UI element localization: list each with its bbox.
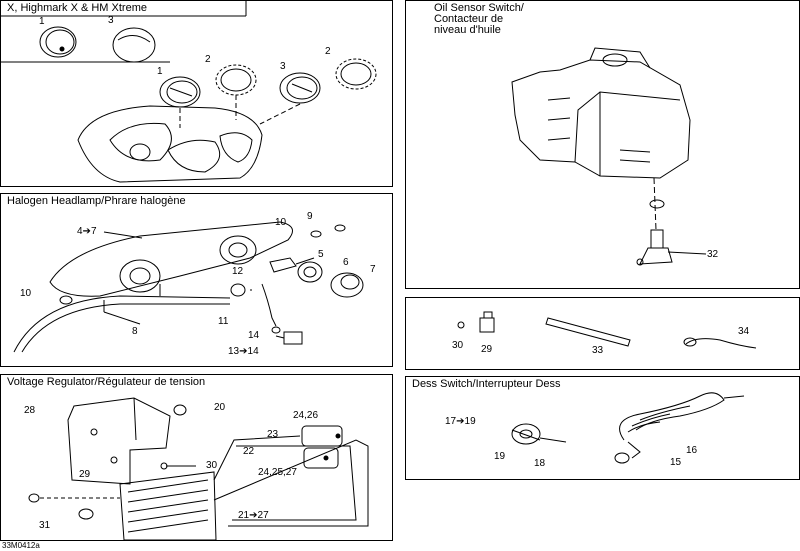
socket-6 [297, 261, 323, 283]
callout-screw-30: 30 [452, 340, 464, 351]
callout-bracket-28: 28 [24, 405, 36, 416]
sensor-grommet [649, 199, 665, 209]
bulb-12 [230, 283, 246, 297]
callout-connector-24-25-27: 24,25,27 [258, 467, 297, 478]
callout-oil-sensor-32: 32 [707, 249, 719, 260]
bolt-20 [173, 404, 187, 416]
callout-gauge-3: 3 [108, 15, 114, 26]
gauge-bezel-1 [39, 26, 77, 58]
callout-connector-23: 23 [267, 429, 279, 440]
panel-oil-sensor: Oil Sensor Switch/ Contacteur de niveau … [405, 0, 800, 289]
tie-wrap-34 [683, 337, 757, 349]
oil-reservoir [511, 47, 691, 179]
bolt-30 [160, 462, 196, 470]
callout-ring-2: 2 [205, 54, 211, 65]
gauge-ring-2b [335, 58, 377, 90]
callout-nut-10b: 10 [20, 288, 32, 299]
callout-gauge-1: 1 [39, 16, 45, 27]
callout-grommet-9: 9 [307, 211, 313, 222]
callout-dess-18: 18 [534, 458, 546, 469]
panel-dess-switch: Dess Switch/Interrupteur Dess [405, 376, 800, 480]
callout-connector-24-26: 24,26 [293, 410, 319, 421]
callout-bulb-5: 5 [318, 249, 324, 260]
connectors-22-27 [301, 425, 343, 469]
callout-harness-21-27: 21➔27 [238, 510, 269, 521]
gauge-lens-3 [112, 27, 156, 63]
screw-30 [457, 321, 465, 329]
callout-gauge-1b: 1 [157, 66, 163, 77]
callout-bolt-30: 30 [206, 460, 218, 471]
callout-adjuster-8: 8 [132, 326, 138, 337]
callout-headlamp-4-7: 4➔7 [77, 226, 97, 237]
callout-connector-13-14: 13➔14 [228, 346, 259, 357]
callout-cap-7: 7 [370, 264, 376, 275]
callout-bracket-29: 29 [79, 469, 91, 480]
headlamp-housing [49, 221, 293, 297]
tube-33 [545, 317, 631, 347]
callout-socket-6: 6 [343, 257, 349, 268]
panel-title: Halogen Headlamp/Phrare halogène [7, 195, 186, 207]
dess-switch [511, 423, 567, 445]
nut-10a [310, 230, 322, 238]
grommet-9 [334, 224, 346, 232]
callout-cap-15: 15 [670, 457, 682, 468]
gauge-3 [279, 72, 321, 104]
gauge-ring-2 [215, 64, 257, 96]
callout-gauge-3b: 3 [280, 61, 286, 72]
voltage-regulator [119, 471, 217, 541]
callout-connector-22: 22 [243, 446, 255, 457]
adjuster-8 [13, 295, 231, 353]
grommet-l [28, 493, 120, 503]
callout-nut-10a: 10 [275, 217, 287, 228]
bracket-28 [67, 397, 171, 485]
callout-harness-11: 11 [218, 316, 229, 327]
callout-connector-14: 14 [248, 330, 260, 341]
callout-screw-31: 31 [39, 520, 51, 531]
nut-10b [59, 295, 73, 305]
callout-dess-17-19: 17➔19 [445, 416, 476, 427]
clip-29 [479, 311, 495, 333]
cap-7 [330, 272, 364, 298]
callout-bulb-12: 12 [232, 266, 244, 277]
instrument-housing [77, 105, 263, 183]
drawing-reference: 33M0412a [2, 541, 40, 550]
callout-dess-19: 19 [494, 451, 506, 462]
panel-title: Voltage Regulator/Régulateur de tension [7, 376, 206, 388]
callout-ring-2b: 2 [325, 46, 331, 57]
panel-halogen-headlamp: Halogen Headlamp/Phrare halogène [0, 193, 393, 367]
tether-clip-16 [627, 441, 641, 459]
panel-title: Dess Switch/Interrupteur Dess [412, 378, 561, 390]
tether-cord [619, 392, 745, 441]
bulb-5 [269, 257, 315, 273]
gauge-1 [159, 76, 201, 108]
cap-15 [614, 452, 630, 464]
panel-title: X, Highmark X & HM Xtreme [7, 2, 147, 14]
callout-bolt-20: 20 [214, 402, 226, 413]
callout-clip-29: 29 [481, 344, 493, 355]
oil-sensor-switch-32 [636, 229, 707, 266]
connector-13-14 [275, 331, 303, 345]
callout-tether-16: 16 [686, 445, 698, 456]
callout-tube-33: 33 [592, 345, 604, 356]
screw-31 [78, 508, 94, 520]
harness-11 [261, 283, 281, 334]
callout-tie-wrap-34: 34 [738, 326, 750, 337]
panel-title: Oil Sensor Switch/ Contacteur de niveau … [434, 2, 524, 36]
